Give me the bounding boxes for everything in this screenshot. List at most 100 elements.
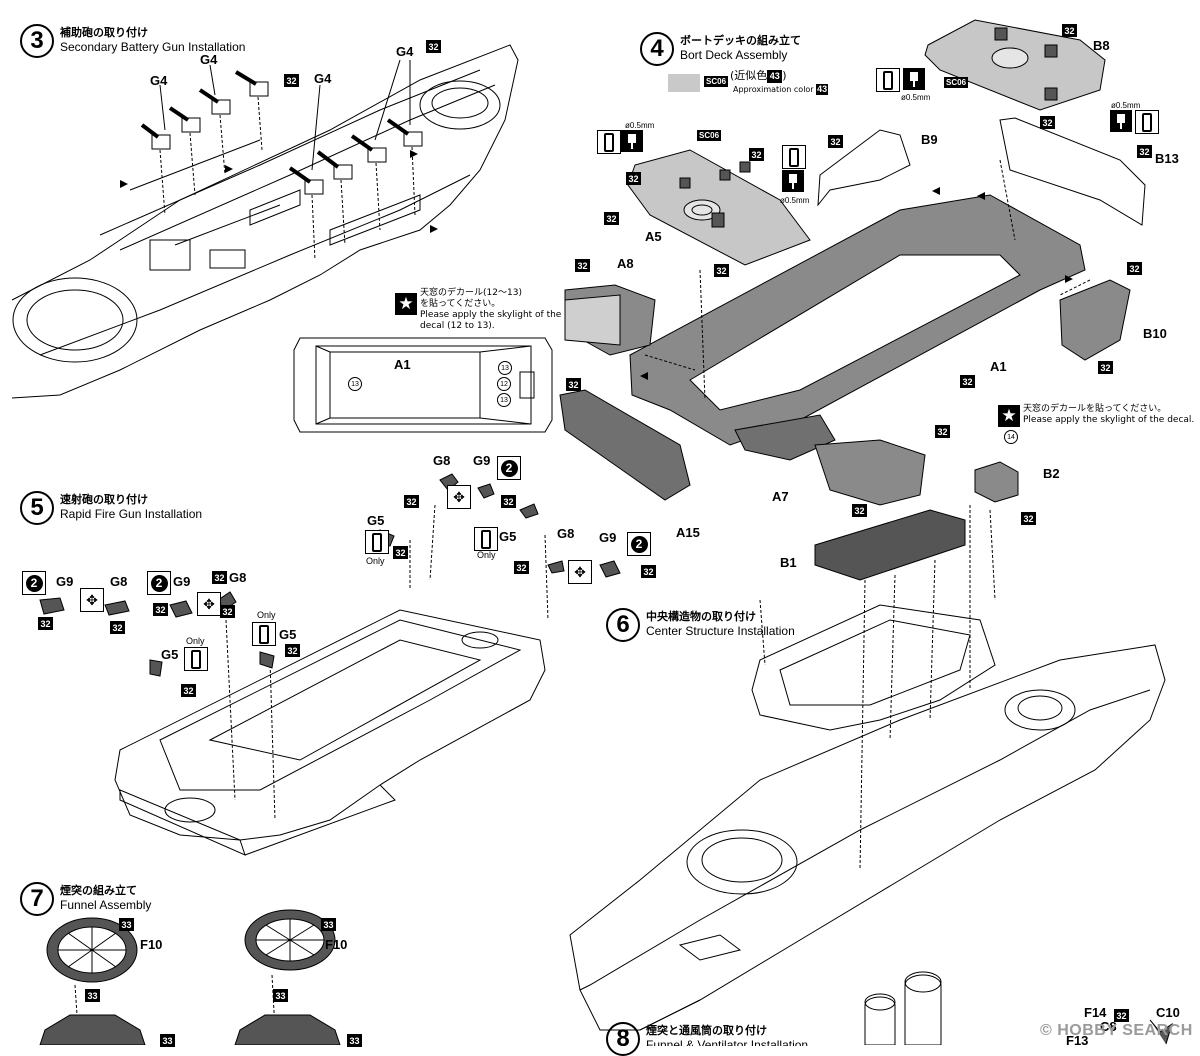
paint-number: 33 bbox=[273, 989, 288, 1002]
part-label: A1 bbox=[394, 357, 411, 372]
paint-number: 32 bbox=[212, 571, 227, 584]
paint-number: 32 bbox=[1127, 262, 1142, 275]
part-label: G9 bbox=[599, 530, 617, 545]
drill-icon bbox=[782, 170, 804, 192]
cut-icon bbox=[876, 68, 900, 92]
part-label: F10 bbox=[325, 937, 348, 952]
paint-number: 32 bbox=[935, 425, 950, 438]
paint-number: 33 bbox=[160, 1034, 175, 1047]
part-label: G5 bbox=[499, 529, 517, 544]
part-label: G8 bbox=[229, 570, 247, 585]
step-title-en: Funnel Assembly bbox=[60, 898, 152, 912]
cut-icon bbox=[782, 145, 806, 169]
paint-number: 32 bbox=[828, 135, 843, 148]
part-label: F14 bbox=[1084, 1005, 1107, 1020]
step-title-jp: 煙突の組み立て bbox=[60, 884, 137, 897]
swap-icon: ✥ bbox=[80, 588, 104, 612]
drill-icon bbox=[903, 68, 925, 90]
paint-number: 32 bbox=[284, 74, 299, 87]
color-swatch bbox=[668, 74, 700, 92]
paint-number: 32 bbox=[714, 264, 729, 277]
drill-size: ø0.5mm bbox=[1111, 101, 1141, 110]
paint-number: 32 bbox=[110, 621, 125, 634]
part-label: G5 bbox=[279, 627, 297, 642]
part-label: B10 bbox=[1143, 326, 1167, 341]
quantity-badge: 2 bbox=[497, 456, 521, 480]
paint-number: 33 bbox=[119, 918, 134, 931]
decal-note-b2: 天窓のデカールを貼ってください。Please apply the skyligh… bbox=[1023, 404, 1195, 425]
step-title-en: Secondary Battery Gun Installation bbox=[60, 40, 246, 54]
cut-icon bbox=[1135, 110, 1159, 134]
part-label: A15 bbox=[676, 525, 700, 540]
funnel-cap-left bbox=[46, 917, 138, 983]
step-number: 3 bbox=[20, 24, 54, 58]
part-label: B13 bbox=[1155, 151, 1179, 166]
quantity-badge: 2 bbox=[147, 571, 171, 595]
part-label: F10 bbox=[140, 937, 163, 952]
part-label: A8 bbox=[617, 256, 634, 271]
paint-number: 32 bbox=[426, 40, 441, 53]
drill-size: ø0.5mm bbox=[625, 121, 655, 130]
step-title-jp: 中央構造物の取り付け bbox=[646, 610, 756, 623]
part-label: B1 bbox=[780, 555, 797, 570]
paint-number: 32 bbox=[404, 495, 419, 508]
step-title-en: Bort Deck Assembly bbox=[680, 48, 788, 62]
step-number: 4 bbox=[640, 32, 674, 66]
color-code: SC06 bbox=[697, 130, 722, 141]
paint-number: 32 bbox=[514, 561, 529, 574]
color-note-en: Approximation color 43 bbox=[733, 84, 829, 95]
decal-note-a1: 天窓のデカール(12～13) を貼ってください。 Please apply th… bbox=[420, 288, 562, 331]
only-note: Only bbox=[366, 556, 385, 566]
step-number: 7 bbox=[20, 882, 54, 916]
part-label: A1 bbox=[990, 359, 1007, 374]
step-title-en: Rapid Fire Gun Installation bbox=[60, 507, 203, 521]
paint-number: 32 bbox=[1114, 1009, 1129, 1022]
paint-number: 32 bbox=[1062, 24, 1077, 37]
paint-number: 32 bbox=[181, 684, 196, 697]
color-code: SC06 bbox=[704, 76, 729, 87]
quantity-one-icon bbox=[365, 530, 389, 554]
paint-number: 32 bbox=[1137, 145, 1152, 158]
step-title-jp: ボートデッキの組み立て bbox=[680, 34, 801, 47]
part-label: C8 bbox=[1100, 1019, 1117, 1034]
step-number: 8 bbox=[606, 1022, 640, 1056]
decal-number: 12 bbox=[497, 377, 511, 391]
paint-number: 32 bbox=[566, 378, 581, 391]
quantity-badge: 2 bbox=[22, 571, 46, 595]
cut-icon bbox=[597, 130, 621, 154]
step-number: 5 bbox=[20, 491, 54, 525]
part-label: B8 bbox=[1093, 38, 1110, 53]
swap-icon: ✥ bbox=[568, 560, 592, 584]
only-note: Only bbox=[257, 610, 276, 620]
swap-icon: ✥ bbox=[197, 592, 221, 616]
hull-bow-step3 bbox=[11, 44, 519, 399]
quantity-one-icon bbox=[252, 622, 276, 646]
decal-number: 14 bbox=[1004, 430, 1018, 444]
part-label: G4 bbox=[200, 52, 218, 67]
part-label: G8 bbox=[557, 526, 575, 541]
only-note: Only bbox=[186, 636, 205, 646]
part-label: G8 bbox=[433, 453, 451, 468]
quantity-one-icon bbox=[184, 647, 208, 671]
part-label: G5 bbox=[367, 513, 385, 528]
paint-number: 32 bbox=[960, 375, 975, 388]
part-label: G5 bbox=[161, 647, 179, 662]
step-title-jp: 速射砲の取り付け bbox=[60, 493, 148, 506]
watermark-logo: © HOBBY SEARCH bbox=[1040, 1022, 1193, 1039]
decal-number: 13 bbox=[498, 361, 512, 375]
paint-number: 32 bbox=[38, 617, 53, 630]
part-label: G8 bbox=[110, 574, 128, 589]
color-code: SC06 bbox=[944, 77, 969, 88]
step-title-jp: 補助砲の取り付け bbox=[60, 26, 148, 39]
drill-size: ø0.5mm bbox=[780, 196, 810, 205]
part-label: A5 bbox=[645, 229, 662, 244]
paint-number: 32 bbox=[749, 148, 764, 161]
paint-number: 32 bbox=[852, 504, 867, 517]
